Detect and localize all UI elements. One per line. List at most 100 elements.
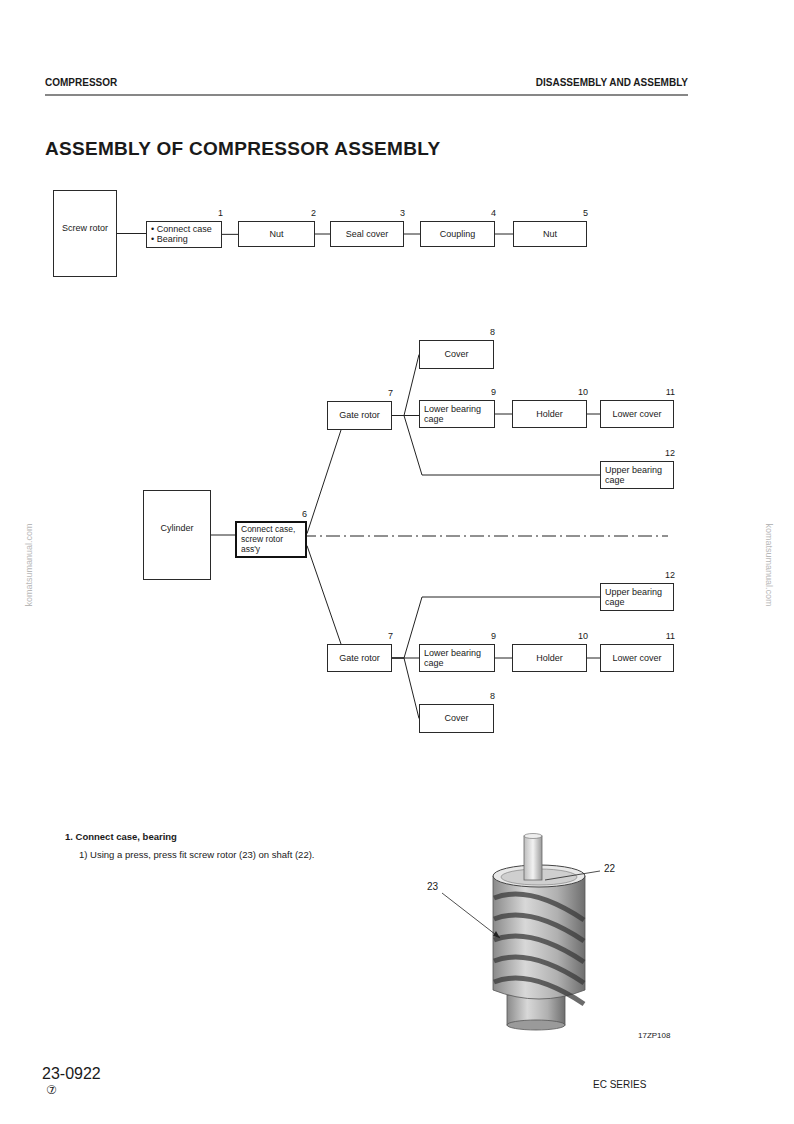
page-title: ASSEMBLY OF COMPRESSOR ASSEMBLY xyxy=(45,138,440,160)
box-label: Coupling xyxy=(440,229,476,239)
callout-number: 12 xyxy=(664,449,676,458)
connector-line xyxy=(392,355,419,416)
box-label: Gate rotor xyxy=(339,653,380,663)
rotor-groove xyxy=(494,978,584,1004)
header-text: COMPRESSOR xyxy=(45,76,117,89)
callout-number: 9 xyxy=(490,632,497,641)
process-box: 8Cover xyxy=(419,704,494,733)
connector-line xyxy=(211,535,235,536)
box-label: Cylinder xyxy=(160,523,193,533)
callout-number: 3 xyxy=(399,209,406,218)
process-box: 12Upper bearing cage xyxy=(600,583,674,611)
box-label: Nut xyxy=(543,229,557,239)
connector-line xyxy=(307,430,341,534)
process-box: 7Gate rotor xyxy=(327,644,392,672)
leader-line xyxy=(545,871,600,880)
callout-number: 4 xyxy=(490,209,497,218)
leader-arrowhead xyxy=(493,931,500,938)
connector-line xyxy=(495,658,512,659)
watermark: komatsumanual.com xyxy=(24,523,36,606)
shaft xyxy=(524,836,542,880)
box-label: Upper bearing cage xyxy=(605,587,669,608)
box-label: Nut xyxy=(269,229,283,239)
watermark: komatsumanual.com xyxy=(762,523,774,606)
connector-line xyxy=(392,658,419,719)
box-label: Lower bearing cage xyxy=(424,404,490,425)
process-box: 5Nut xyxy=(513,221,587,247)
revision-mark: ⑦ xyxy=(46,1083,57,1099)
process-box: Screw rotor xyxy=(53,190,117,277)
callout-number: 7 xyxy=(387,632,394,641)
process-box: 6Connect case, screw rotor ass'y xyxy=(235,521,307,558)
process-box: 12Upper bearing cage xyxy=(600,461,674,489)
process-box: 9Lower bearing cage xyxy=(419,644,495,672)
header-rule xyxy=(45,94,688,95)
process-box: 11Lower cover xyxy=(600,400,674,428)
rotor-illustration xyxy=(442,834,600,1031)
box-label: Cover xyxy=(444,713,468,723)
rotor-stub-end xyxy=(507,1020,565,1030)
callout-number: 5 xyxy=(582,209,589,218)
connector-line xyxy=(587,414,600,415)
process-box: 1• Connect case• Bearing xyxy=(146,221,222,248)
header-text: DISASSEMBLY AND ASSEMBLY xyxy=(536,76,688,89)
process-box: 8Cover xyxy=(419,340,494,369)
series-name: EC SERIES xyxy=(593,1078,646,1091)
callout-number: 11 xyxy=(665,632,676,641)
box-label: Lower bearing cage xyxy=(424,648,490,669)
process-box: 10Holder xyxy=(512,400,587,428)
process-box: 4Coupling xyxy=(420,221,495,247)
box-label: Cover xyxy=(444,349,468,359)
box-label: • Connect case xyxy=(151,224,212,234)
callout-number: 7 xyxy=(387,389,394,398)
box-label: Lower cover xyxy=(612,653,661,663)
shaft-end xyxy=(524,834,542,839)
connector-line xyxy=(495,414,512,415)
connector-line xyxy=(117,233,146,234)
callout-number: 2 xyxy=(310,209,317,218)
box-label: Holder xyxy=(536,409,563,419)
leader-line xyxy=(442,893,500,938)
connector-line xyxy=(495,234,513,235)
step-text: 1) Using a press, press fit screw rotor … xyxy=(79,849,391,861)
callout-number: 22 xyxy=(604,862,615,875)
process-box: 11Lower cover xyxy=(600,644,674,672)
box-label: Gate rotor xyxy=(339,410,380,420)
connector-line xyxy=(587,658,600,659)
center-line xyxy=(302,536,668,537)
process-box: Cylinder xyxy=(143,490,211,580)
box-label: Lower cover xyxy=(612,409,661,419)
connector-line xyxy=(315,234,330,235)
callout-number: 23 xyxy=(427,880,438,893)
rotor-grooves xyxy=(494,894,584,1004)
callout-number: 8 xyxy=(489,692,496,701)
process-box: 2Nut xyxy=(238,221,315,247)
page-number: 23-0922 xyxy=(42,1064,101,1085)
connector-line xyxy=(404,234,420,235)
callout-number: 12 xyxy=(664,571,676,580)
box-label: • Bearing xyxy=(151,234,188,244)
callout-number: 1 xyxy=(217,209,224,218)
callout-number: 10 xyxy=(577,388,589,397)
process-box: 7Gate rotor xyxy=(327,401,392,430)
process-box: 10Holder xyxy=(512,644,587,672)
figure-code: 17ZP108 xyxy=(638,1031,670,1041)
box-label: Screw rotor xyxy=(62,223,108,233)
process-box: 3Seal cover xyxy=(330,221,404,247)
callout-number: 8 xyxy=(489,328,496,337)
callout-number: 6 xyxy=(301,510,308,519)
connector-line xyxy=(307,546,341,644)
callout-number: 10 xyxy=(577,632,589,641)
process-box: 9Lower bearing cage xyxy=(419,400,495,428)
box-label: Seal cover xyxy=(346,229,389,239)
box-label: Connect case, screw rotor ass'y xyxy=(241,525,301,554)
callout-number: 9 xyxy=(490,388,497,397)
step-heading: 1. Connect case, bearing xyxy=(65,831,177,843)
box-label: Holder xyxy=(536,653,563,663)
callout-number: 11 xyxy=(665,388,676,397)
connector-line xyxy=(222,234,238,235)
box-label: Upper bearing cage xyxy=(605,465,669,486)
